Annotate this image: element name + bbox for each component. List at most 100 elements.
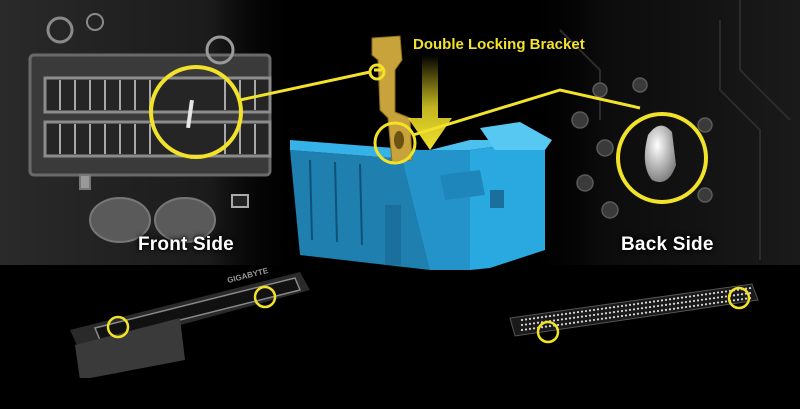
slot-pin [668, 308, 672, 311]
slot-pin [644, 311, 648, 314]
slot-pin [636, 307, 640, 310]
slot-pin [716, 301, 720, 304]
bracket-latch-circle [373, 121, 417, 165]
slot-pin [660, 309, 664, 312]
slot-pin [528, 327, 532, 330]
slot-pin [564, 322, 568, 325]
slot-pin [600, 307, 604, 310]
slot-pin [524, 323, 528, 326]
slot-pin [568, 312, 572, 315]
slot-pin [660, 299, 664, 302]
slot-pin [628, 303, 632, 306]
slot-pin [532, 317, 536, 320]
slot-pin [712, 302, 716, 305]
slot-pin [684, 295, 688, 299]
slot-pin [608, 306, 612, 309]
slot-pin [616, 305, 620, 308]
slot-pin [548, 314, 552, 318]
slot-pin [672, 297, 676, 300]
slot-pin [704, 293, 708, 296]
slot-pin [528, 322, 532, 325]
slot-pin [688, 305, 692, 308]
slot-pin [552, 319, 556, 322]
slot-pin [632, 303, 636, 306]
slot-pin [672, 302, 676, 305]
slot-pin [532, 327, 536, 330]
slot-pin [624, 304, 628, 307]
slot-pin [724, 295, 728, 298]
slot-pin [688, 300, 692, 303]
slot-pin [536, 316, 540, 319]
slot-pin [576, 316, 580, 319]
slot-pin [664, 298, 668, 301]
slot-pin [596, 308, 600, 311]
slot-pin [540, 316, 544, 319]
double-locking-bracket [371, 35, 413, 163]
bracket-pointer-circle [368, 63, 386, 81]
slot-pin [572, 316, 576, 319]
slot-pin [672, 307, 676, 310]
slot-pin [592, 308, 596, 312]
slot-pin [704, 303, 708, 306]
slot-pin [620, 309, 624, 313]
slot-pin [564, 312, 568, 315]
slot-pin [588, 319, 592, 322]
slot-pin [680, 301, 684, 304]
slot-pin [620, 304, 624, 308]
slot-pin [716, 291, 720, 294]
slot-pin [736, 293, 740, 296]
slot-pin [640, 312, 644, 315]
slot-pin [520, 323, 524, 327]
slot-pin [556, 323, 560, 327]
slot-pin [532, 322, 536, 325]
back-side-photo [520, 0, 800, 265]
slot-pin [712, 292, 716, 295]
bracket-callout-label: Double Locking Bracket [413, 36, 585, 53]
slot-pin [608, 311, 612, 314]
slot-pin [720, 290, 724, 294]
slot-pin [656, 304, 660, 308]
callout-circles [106, 63, 751, 344]
slot-pin [548, 324, 552, 328]
front-slot-left-circle [106, 315, 130, 339]
slot-pin [636, 302, 640, 305]
back-slot-right-circle [727, 286, 751, 310]
front-slot-right-circle [253, 285, 277, 309]
slot-pin [600, 312, 604, 315]
slot-pin [612, 316, 616, 319]
slot-pin [668, 303, 672, 306]
slot-pin [648, 300, 652, 304]
slot-pin [664, 308, 668, 311]
front-detail-circle [149, 65, 243, 159]
slot-pin [724, 290, 728, 293]
slot-pin [624, 309, 628, 312]
slot-pin [732, 299, 736, 302]
slot-pin [676, 302, 680, 305]
pcie-slot-3d [290, 122, 552, 270]
slot-pin [560, 313, 564, 316]
slot-pin [520, 318, 524, 322]
back-detail-circle [616, 112, 708, 204]
slot-pin [692, 304, 696, 308]
slot-pin [700, 298, 704, 301]
slot-pin [560, 318, 564, 321]
slot-pin [696, 304, 700, 307]
front-slot-photo: GIGABYTE [45, 266, 370, 400]
slot-pin [604, 307, 608, 310]
slot-pin [572, 311, 576, 314]
callout-lines [239, 68, 641, 137]
slot-pin [616, 315, 620, 318]
slot-pin [556, 318, 560, 322]
back-slot-pins [520, 286, 752, 332]
slot-pin [580, 310, 584, 313]
slot-pin [720, 300, 724, 304]
slot-pin [628, 313, 632, 316]
slot-pin [644, 306, 648, 309]
slot-pin [544, 315, 548, 318]
slot-pin [648, 310, 652, 314]
slot-pin [604, 317, 608, 320]
slot-pin [708, 302, 712, 305]
slot-pin [604, 312, 608, 315]
